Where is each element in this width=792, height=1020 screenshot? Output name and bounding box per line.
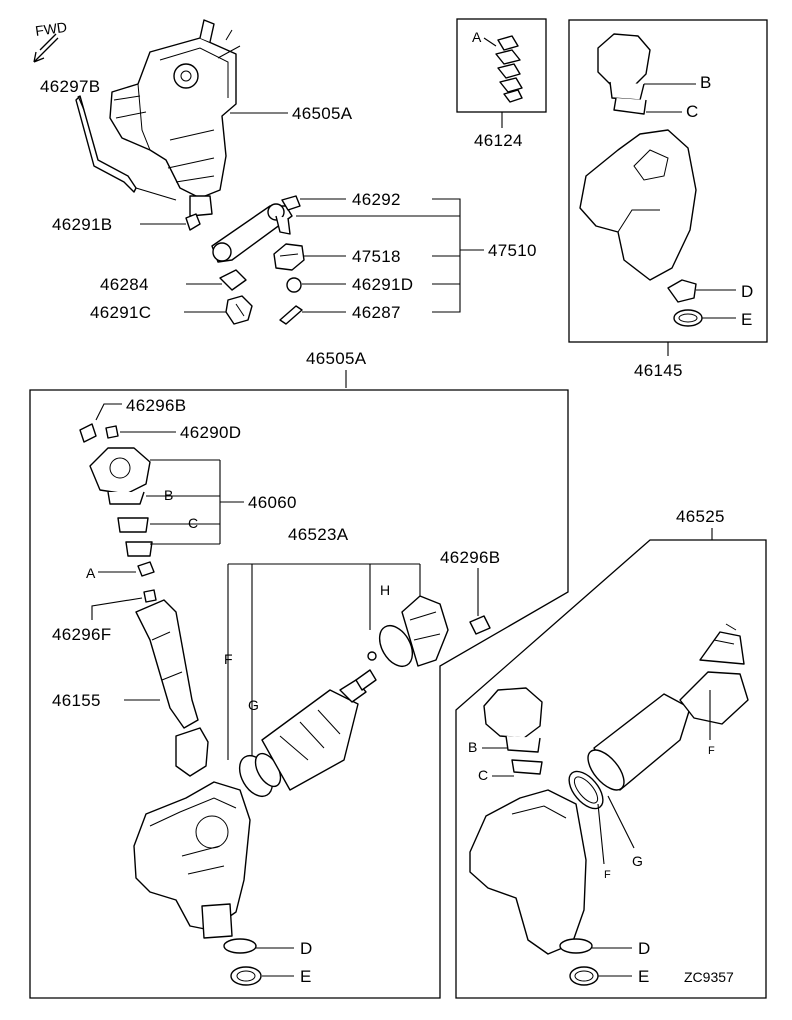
fwd-arrow-icon	[33, 33, 59, 63]
label-box-a: A	[86, 565, 96, 581]
label-46505a-top: 46505A	[292, 104, 353, 123]
seal-r-e-icon	[569, 966, 599, 986]
box-46505a	[29, 389, 569, 999]
label-46284: 46284	[100, 275, 149, 294]
label-46060-c: C	[188, 515, 198, 531]
cover-part-46145-icon	[579, 33, 697, 281]
label-r-c: C	[478, 767, 488, 783]
label-46505a-box: 46505A	[306, 349, 367, 368]
seal-r-d-icon	[559, 938, 593, 954]
bleeder-46296b-icon	[79, 423, 97, 443]
label-46523a: 46523A	[288, 525, 349, 544]
label-r-b: B	[468, 739, 477, 755]
label-box-d: D	[300, 939, 313, 958]
label-46145-c: C	[686, 102, 699, 121]
seal-a-icon	[137, 561, 155, 577]
valve-body-h-icon	[367, 595, 449, 667]
seal-46145-d-icon	[667, 279, 697, 303]
steering-gear-housing-top	[109, 19, 241, 217]
seal-kit-a-icon	[495, 35, 523, 103]
seal-e-icon	[230, 966, 262, 986]
label-r-d: D	[638, 939, 651, 958]
label-46296f: 46296F	[52, 625, 111, 644]
bleeder-46296f-icon	[143, 589, 157, 603]
label-r-g: G	[632, 853, 643, 869]
label-46291d: 46291D	[352, 275, 413, 294]
fwd-label: FWD	[34, 19, 68, 39]
shaft-46155-icon	[135, 599, 209, 777]
nut-47518	[273, 243, 305, 271]
cap-46290d-icon	[105, 425, 119, 439]
label-46291c: 46291C	[90, 303, 151, 322]
label-46060-b: B	[164, 487, 173, 503]
cylinder-46525-icon	[587, 623, 749, 791]
piston-rack-icon	[238, 669, 377, 797]
pin-46287	[279, 305, 303, 325]
label-47510: 47510	[488, 241, 537, 260]
label-r-f2: F	[604, 869, 611, 881]
box-46124	[456, 18, 547, 113]
label-46296b-right: 46296B	[440, 548, 500, 567]
nut-46291b	[185, 213, 201, 231]
label-46155: 46155	[52, 691, 101, 710]
label-box-e: E	[300, 967, 312, 986]
seal-d-icon	[223, 938, 257, 954]
label-46145-e: E	[741, 310, 753, 329]
label-box-f: F	[224, 651, 233, 667]
label-box-g: G	[248, 697, 259, 713]
label-46145-d: D	[741, 282, 754, 301]
seal-46145-e-icon	[673, 309, 703, 327]
label-46060: 46060	[248, 493, 297, 512]
label-46145-b: B	[700, 73, 712, 92]
label-46287: 46287	[352, 303, 401, 322]
label-46124: 46124	[474, 131, 523, 150]
washer-46284	[219, 269, 247, 291]
gear-housing-lower-icon	[133, 781, 251, 939]
diagram-code: ZC9357	[684, 969, 734, 985]
label-46296b-top: 46296B	[126, 396, 186, 415]
label-r-e: E	[638, 967, 650, 986]
label-r-f1: F	[708, 745, 715, 757]
label-47518: 47518	[352, 247, 401, 266]
label-46145: 46145	[634, 361, 683, 380]
label-46290d: 46290D	[180, 423, 241, 442]
pitman-arm	[211, 195, 301, 263]
bleeder-46296b-right-icon	[469, 615, 491, 635]
seal-rings-fg-icon	[568, 770, 604, 810]
cover-46525-icon	[469, 687, 587, 955]
valve-housing-46060-icon	[89, 447, 153, 557]
label-46525: 46525	[676, 507, 725, 526]
bushing-46291c	[225, 295, 253, 325]
label-46297b: 46297B	[40, 77, 100, 96]
label-46292: 46292	[352, 190, 401, 209]
label-46291b: 46291B	[52, 215, 112, 234]
label-box-h: H	[380, 582, 390, 598]
label-46124-a: A	[472, 29, 482, 45]
bushing-46291d	[286, 277, 302, 293]
box-46525	[455, 539, 767, 999]
